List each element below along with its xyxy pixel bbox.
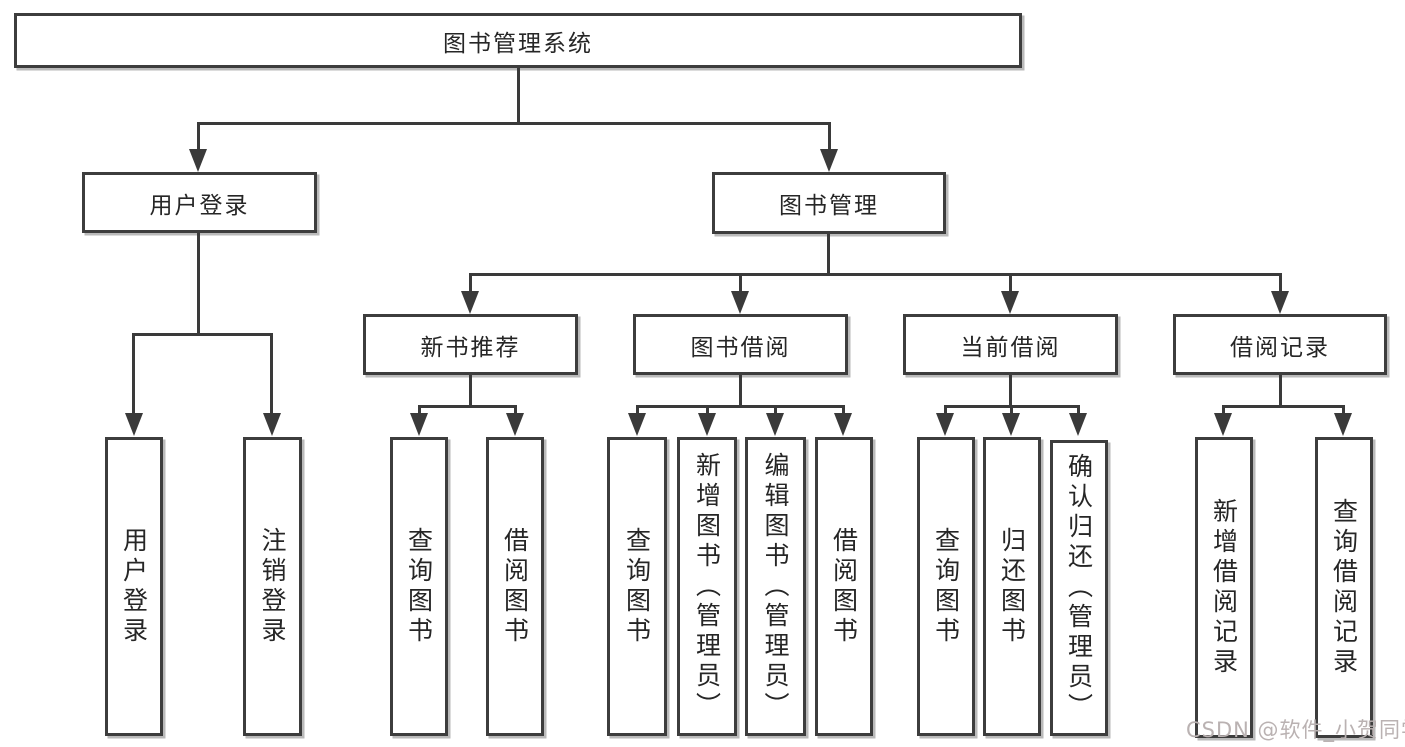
leaf-current-query-books-label: 查询图书 (931, 526, 961, 647)
connector-level2-bus (197, 122, 831, 125)
connector-userlogin-bus (132, 333, 273, 336)
connector-stem-leaf-logout (270, 333, 273, 413)
connector-stem-user-login (197, 122, 200, 150)
leaf-user-login: 用户登录 (105, 437, 163, 736)
connector-records-bus (1222, 405, 1345, 408)
node-new-book-recommend: 新书推荐 (363, 314, 578, 375)
node-root-label: 图书管理系统 (443, 30, 593, 57)
connector-currentborrow-stub (1009, 375, 1012, 406)
arrowhead-bw-add (698, 413, 716, 436)
leaf-logout: 注销登录 (243, 437, 302, 736)
leaf-newbook-query-books: 查询图书 (390, 437, 448, 736)
connector-stem-new-books (469, 273, 472, 293)
connector-stem-rec-add (1222, 405, 1225, 415)
leaf-current-confirm-return-admin: 确认归还（管理员） (1050, 440, 1108, 736)
node-user-login-label: 用户登录 (149, 192, 250, 219)
connector-records-stub (1279, 375, 1282, 406)
arrowhead-rec-add (1214, 413, 1232, 436)
connector-stem-current (1009, 273, 1012, 293)
connector-stem-borrowing (739, 273, 742, 293)
node-current-borrow: 当前借阅 (903, 314, 1118, 375)
leaf-borrow-query-books: 查询图书 (607, 437, 667, 736)
arrowhead-nb-query (410, 413, 428, 436)
arrowhead-bw-edit (766, 413, 784, 436)
connector-stem-leaf-login (132, 333, 135, 413)
leaf-borrow-add-books-admin: 新增图书（管理员） (677, 437, 737, 736)
leaf-records-add-record-label: 新增借阅记录 (1209, 497, 1239, 678)
connector-userlogin-stub (197, 233, 200, 333)
connector-root-stub (517, 68, 520, 122)
node-root: 图书管理系统 (14, 13, 1022, 68)
connector-stem-cur-query (944, 405, 947, 415)
node-borrow-records: 借阅记录 (1173, 314, 1387, 375)
leaf-newbook-borrow-books-label: 借阅图书 (500, 526, 530, 647)
arrowhead-user-login (189, 149, 207, 172)
arrowhead-borrowing (731, 291, 749, 314)
node-book-management-label: 图书管理 (779, 193, 879, 219)
leaf-borrow-edit-books-admin: 编辑图书（管理员） (745, 437, 806, 736)
connector-newbooks-bus (418, 405, 517, 408)
leaf-current-return-books-label: 归还图书 (997, 526, 1027, 647)
node-book-borrow: 图书借阅 (633, 314, 848, 375)
arrowhead-bw-query (628, 413, 646, 436)
connector-stem-cur-return (1010, 405, 1013, 415)
leaf-current-confirm-return-admin-label: 确认归还（管理员） (1064, 453, 1094, 723)
connector-stem-cur-confirm (1077, 405, 1080, 415)
arrowhead-new-books (461, 291, 479, 314)
leaf-newbook-query-books-label: 查询图书 (404, 526, 434, 647)
leaf-borrow-add-books-admin-label: 新增图书（管理员） (692, 451, 722, 722)
arrowhead-records (1271, 291, 1289, 314)
leaf-borrow-borrow-books-label: 借阅图书 (829, 526, 859, 647)
leaf-borrow-edit-books-admin-label: 编辑图书（管理员） (761, 451, 790, 722)
leaf-borrow-borrow-books: 借阅图书 (815, 437, 873, 736)
arrowhead-cur-confirm (1069, 413, 1087, 436)
leaf-newbook-borrow-books: 借阅图书 (486, 437, 544, 736)
arrowhead-rec-query (1334, 413, 1352, 436)
leaf-borrow-query-books-label: 查询图书 (622, 526, 652, 647)
connector-bookmgmt-stub (827, 234, 830, 273)
node-book-borrow-label: 图书借阅 (690, 334, 791, 361)
csdn-watermark: CSDN @软件_小贺同学 (1186, 718, 1405, 742)
arrowhead-book-mgmt (820, 149, 838, 172)
leaf-user-login-label: 用户登录 (119, 526, 149, 647)
arrowhead-current (1001, 291, 1019, 314)
node-borrow-records-label: 借阅记录 (1230, 334, 1330, 361)
connector-stem-rec-query (1342, 405, 1345, 415)
leaf-records-query-record: 查询借阅记录 (1315, 437, 1373, 738)
connector-newbooks-stub (469, 375, 472, 406)
leaf-current-query-books: 查询图书 (917, 437, 975, 736)
connector-stem-nb-borrow (514, 405, 517, 415)
arrowhead-leaf-logout (263, 413, 281, 436)
connector-stem-bw-query (636, 405, 639, 415)
leaf-records-add-record: 新增借阅记录 (1195, 437, 1253, 738)
connector-stem-nb-query (418, 405, 421, 415)
leaf-records-query-record-label: 查询借阅记录 (1329, 497, 1359, 678)
arrowhead-bw-borrow (834, 413, 852, 436)
node-current-borrow-label: 当前借阅 (960, 334, 1061, 361)
node-user-login: 用户登录 (82, 172, 317, 233)
node-book-management: 图书管理 (712, 172, 946, 234)
connector-bookborrow-bus (636, 405, 845, 408)
leaf-logout-label: 注销登录 (258, 526, 287, 647)
connector-stem-bw-borrow (842, 405, 845, 415)
connector-stem-records (1279, 273, 1282, 293)
connector-stem-book-mgmt (828, 122, 831, 150)
connector-stem-bw-add (706, 405, 709, 415)
arrowhead-cur-query (936, 413, 954, 436)
connector-bookborrow-stub (739, 375, 742, 406)
arrowhead-cur-return (1002, 413, 1020, 436)
arrowhead-nb-borrow (506, 413, 524, 436)
leaf-current-return-books: 归还图书 (983, 437, 1041, 736)
node-new-book-recommend-label: 新书推荐 (420, 334, 521, 361)
connector-stem-bw-edit (774, 405, 777, 415)
connector-level3-bus (469, 273, 1282, 276)
arrowhead-leaf-login (125, 413, 143, 436)
